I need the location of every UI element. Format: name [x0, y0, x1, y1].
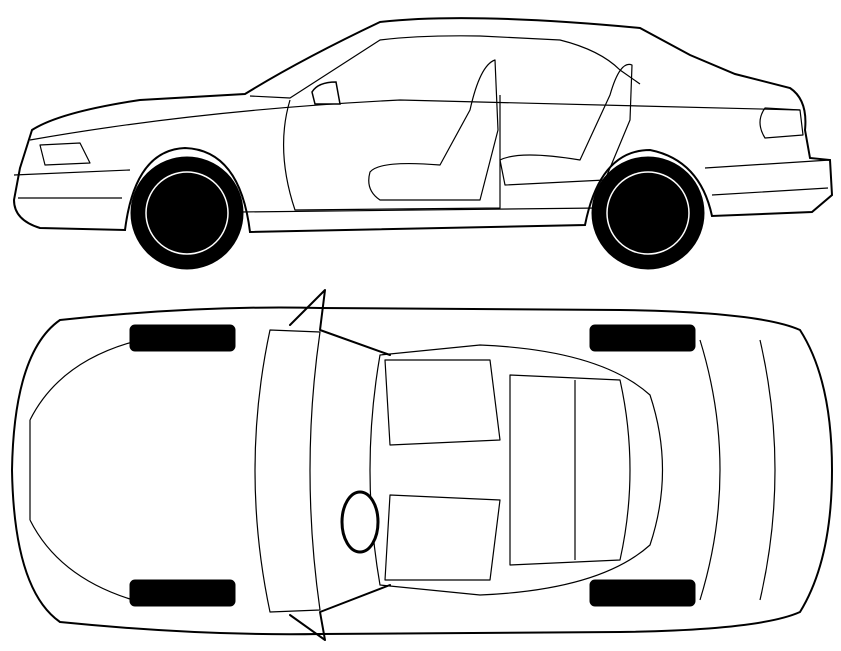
side-body-outline — [12, 17, 834, 234]
tire-front-right — [129, 579, 236, 607]
side-front-bumper — [13, 169, 131, 199]
side-view — [12, 17, 834, 270]
side-headlight — [39, 142, 91, 166]
side-front-seat — [368, 59, 499, 201]
top-front-seat-left — [384, 359, 501, 446]
side-door-outline — [282, 95, 501, 211]
front-wheel — [130, 156, 244, 270]
top-rear-seat — [509, 374, 631, 566]
top-a-pillar-upper — [289, 289, 391, 356]
side-rear-bumper — [704, 159, 831, 196]
side-window-line — [249, 35, 641, 99]
top-body-outline — [10, 306, 834, 636]
side-rear-seat — [499, 63, 633, 186]
tire-front-left — [129, 324, 236, 352]
side-mirror — [311, 81, 341, 105]
top-view — [10, 289, 834, 641]
tire-rear-left — [589, 324, 696, 352]
top-windshield — [254, 329, 321, 613]
tire-rear-right — [589, 579, 696, 607]
top-front-seat-right — [384, 494, 501, 581]
steering-wheel — [340, 490, 380, 554]
top-hood — [29, 339, 141, 603]
rear-wheel — [591, 156, 705, 270]
top-a-pillar-lower — [289, 584, 391, 641]
side-sill-line — [239, 207, 601, 213]
side-beltline — [29, 99, 801, 141]
top-trunk — [699, 339, 776, 601]
side-taillight — [759, 107, 804, 139]
